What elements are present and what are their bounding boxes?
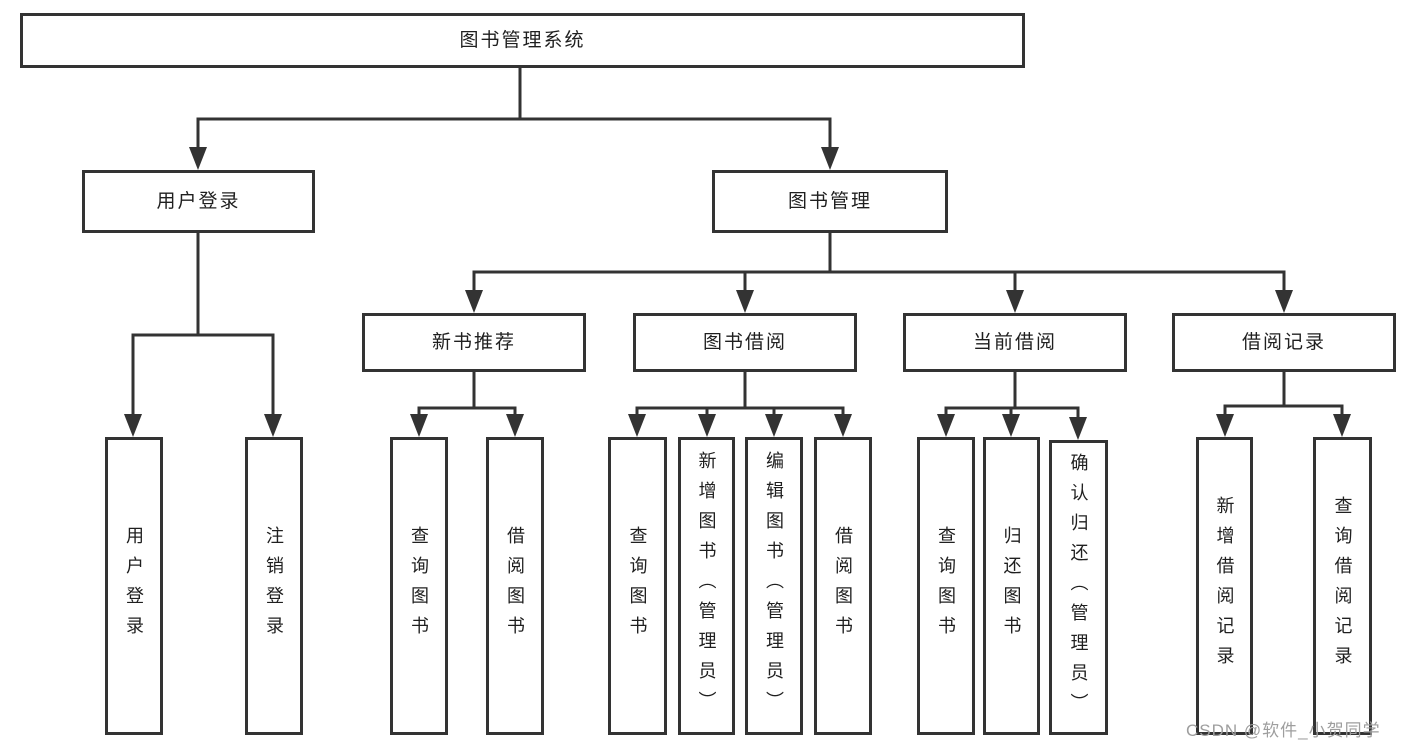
- leaf-logout: 注销登录: [245, 437, 303, 735]
- leaf-add-borrow-record: 新增借阅记录: [1196, 437, 1253, 735]
- arrowhead: [465, 290, 483, 313]
- leaf-return-book: 归还图书: [983, 437, 1040, 735]
- arrowhead: [506, 414, 524, 437]
- arrowhead: [410, 414, 428, 437]
- connector-root-to-level2: [189, 66, 839, 170]
- arrowhead: [1006, 290, 1024, 313]
- connector-newbook-to-leaves: [410, 370, 524, 437]
- leaf-borrow-book-recommend-label: 借阅图书: [505, 526, 525, 646]
- node-book-management-label: 图书管理: [787, 191, 872, 212]
- leaf-borrow-book-recommend: 借阅图书: [486, 437, 544, 735]
- arrowhead: [736, 290, 754, 313]
- arrowhead: [1333, 414, 1351, 437]
- leaf-query-book-recommend: 查询图书: [390, 437, 448, 735]
- arrowhead: [1002, 414, 1020, 437]
- leaf-user-login: 用户登录: [105, 437, 163, 735]
- leaf-query-book-current: 查询图书: [917, 437, 975, 735]
- arrowhead: [264, 414, 282, 437]
- arrowhead: [821, 147, 839, 170]
- leaf-logout-label: 注销登录: [264, 526, 284, 646]
- arrowhead: [1216, 414, 1234, 437]
- leaf-borrow-book: 借阅图书: [814, 437, 872, 735]
- connector-current-to-leaves: [937, 370, 1087, 440]
- leaf-query-borrow-record-label: 查询借阅记录: [1332, 496, 1353, 676]
- leaf-query-book-recommend-label: 查询图书: [409, 526, 429, 646]
- connector-borrow-to-leaves: [628, 370, 852, 437]
- node-new-book-recommend: 新书推荐: [362, 313, 586, 372]
- node-root-label: 图书管理系统: [459, 30, 586, 51]
- leaf-query-book-borrow-label: 查询图书: [627, 526, 648, 646]
- leaf-confirm-return-admin: 确认归还（管理员）: [1049, 440, 1108, 735]
- leaf-add-book-admin-label: 新增图书（管理员）: [696, 451, 717, 721]
- leaf-add-borrow-record-label: 新增借阅记录: [1214, 496, 1235, 676]
- arrowhead: [937, 414, 955, 437]
- node-current-borrow-label: 当前借阅: [972, 332, 1057, 353]
- leaf-query-book-current-label: 查询图书: [936, 526, 956, 646]
- arrowhead: [1275, 290, 1293, 313]
- arrowhead: [124, 414, 142, 437]
- connector-userlogin-to-leaves: [124, 231, 282, 437]
- leaf-edit-book-admin: 编辑图书（管理员）: [745, 437, 803, 735]
- arrowhead: [834, 414, 852, 437]
- node-new-book-recommend-label: 新书推荐: [431, 332, 516, 353]
- arrowhead: [765, 414, 783, 437]
- node-book-borrow-label: 图书借阅: [702, 332, 787, 353]
- node-current-borrow: 当前借阅: [903, 313, 1127, 372]
- node-book-borrow: 图书借阅: [633, 313, 857, 372]
- node-book-management: 图书管理: [712, 170, 948, 233]
- arrowhead: [698, 414, 716, 437]
- arrowhead: [189, 147, 207, 170]
- node-borrow-record-label: 借阅记录: [1241, 332, 1326, 353]
- arrowhead: [1069, 417, 1087, 440]
- node-user-login: 用户登录: [82, 170, 315, 233]
- connector-records-to-leaves: [1216, 370, 1351, 437]
- node-user-login-label: 用户登录: [156, 191, 241, 212]
- leaf-edit-book-admin-label: 编辑图书（管理员）: [764, 451, 784, 721]
- leaf-user-login-label: 用户登录: [124, 526, 144, 646]
- connector-bookmgmt-to-level3: [465, 231, 1293, 313]
- leaf-query-book-borrow: 查询图书: [608, 437, 667, 735]
- leaf-return-book-label: 归还图书: [1001, 526, 1022, 646]
- leaf-confirm-return-admin-label: 确认归还（管理员）: [1068, 452, 1089, 723]
- leaf-borrow-book-label: 借阅图书: [833, 526, 853, 646]
- arrowhead: [628, 414, 646, 437]
- leaf-query-borrow-record: 查询借阅记录: [1313, 437, 1372, 735]
- node-borrow-record: 借阅记录: [1172, 313, 1396, 372]
- leaf-add-book-admin: 新增图书（管理员）: [678, 437, 735, 735]
- node-root: 图书管理系统: [20, 13, 1025, 68]
